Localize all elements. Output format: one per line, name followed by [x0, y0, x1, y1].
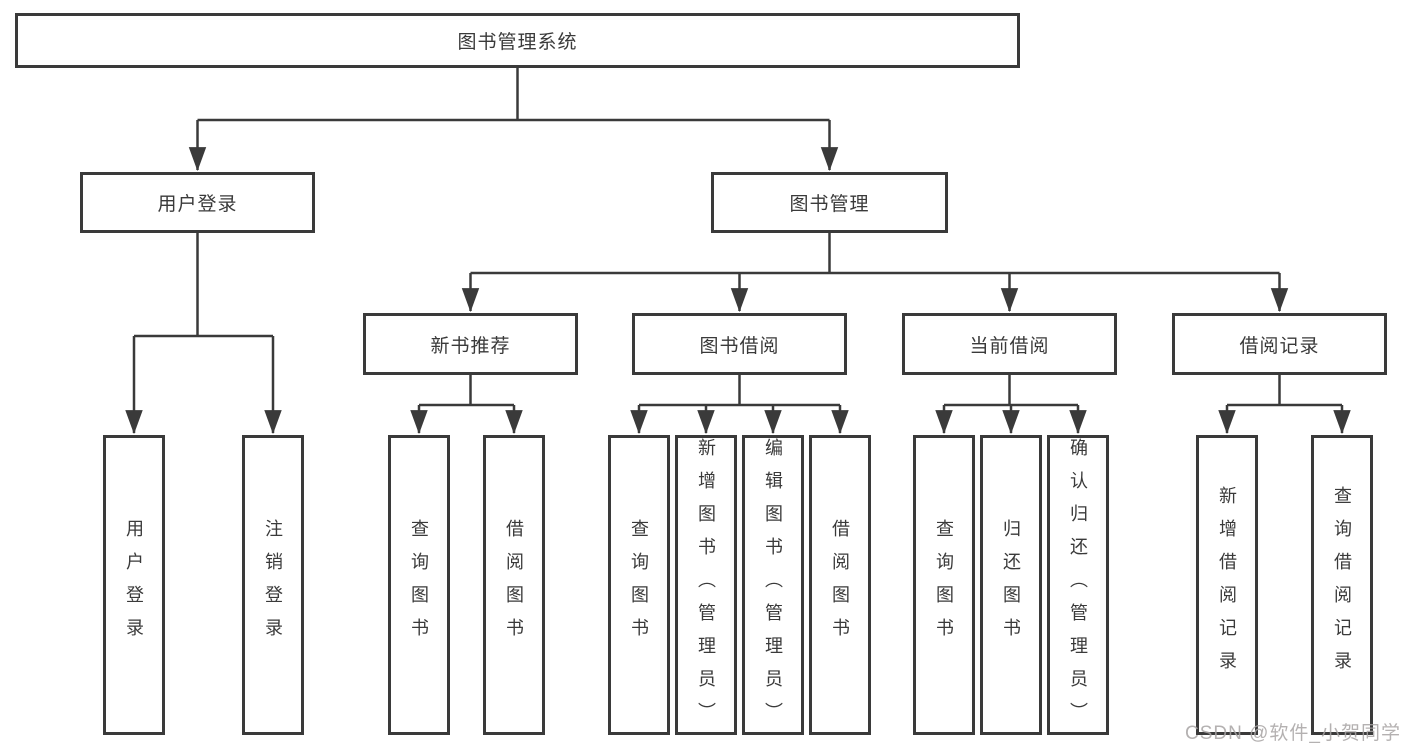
node-query-books-under-current: 查询图书	[913, 435, 975, 735]
node-label: 确认归还（管理员）	[1068, 438, 1088, 735]
node-new-book-recommend: 新书推荐	[363, 313, 578, 375]
node-label: 图书管理系统	[457, 32, 578, 53]
connector-book-mgmt	[461, 233, 1289, 313]
node-return-books: 归还图书	[980, 435, 1042, 735]
node-label: 查询借阅记录	[1332, 486, 1352, 684]
node-label: 借阅记录	[1239, 335, 1320, 357]
node-current-borrow: 当前借阅	[902, 313, 1117, 375]
node-user-login-leaf: 用户登录	[103, 435, 165, 735]
node-label: 注销登录	[263, 519, 283, 651]
node-book-borrow: 图书借阅	[632, 313, 847, 375]
node-label: 用户登录	[124, 519, 144, 651]
node-label: 查询图书	[409, 519, 429, 651]
connector-root	[188, 68, 839, 172]
node-query-borrow-record: 查询借阅记录	[1311, 435, 1373, 735]
node-logout-leaf: 注销登录	[242, 435, 304, 735]
node-label: 新增图书（管理员）	[696, 438, 716, 735]
node-label: 图书管理	[789, 194, 870, 215]
node-label: 新增借阅记录	[1217, 486, 1237, 684]
node-query-books-under-borrow: 查询图书	[608, 435, 670, 735]
node-label: 借阅图书	[504, 519, 524, 651]
connector-user-login	[125, 233, 282, 435]
node-borrow-books-under-recommend: 借阅图书	[483, 435, 545, 735]
node-confirm-return-admin: 确认归还（管理员）	[1047, 435, 1109, 735]
node-label: 用户登录	[157, 194, 238, 215]
node-label: 查询图书	[934, 519, 954, 651]
node-edit-books-admin: 编辑图书（管理员）	[742, 435, 804, 735]
watermark: CSDN @软件_小贺同学	[1185, 723, 1401, 744]
connector-borrow-records	[1218, 375, 1351, 435]
node-add-borrow-record: 新增借阅记录	[1196, 435, 1258, 735]
node-add-books-admin: 新增图书（管理员）	[675, 435, 737, 735]
connector-new-book-rec	[410, 375, 523, 435]
node-borrow-records: 借阅记录	[1172, 313, 1387, 375]
node-label: 查询图书	[629, 519, 649, 651]
node-label: 新书推荐	[430, 335, 511, 357]
node-root: 图书管理系统	[15, 13, 1020, 68]
connector-book-borrow	[630, 375, 849, 435]
node-label: 图书借阅	[699, 335, 780, 357]
node-book-management: 图书管理	[711, 172, 948, 233]
node-label: 当前借阅	[969, 335, 1050, 357]
node-label: 归还图书	[1001, 519, 1021, 651]
node-query-books-under-recommend: 查询图书	[388, 435, 450, 735]
node-borrow-books-leaf: 借阅图书	[809, 435, 871, 735]
node-label: 借阅图书	[830, 519, 850, 651]
node-user-login: 用户登录	[80, 172, 315, 233]
node-label: 编辑图书（管理员）	[763, 438, 783, 735]
connector-current-borrow	[935, 375, 1087, 435]
